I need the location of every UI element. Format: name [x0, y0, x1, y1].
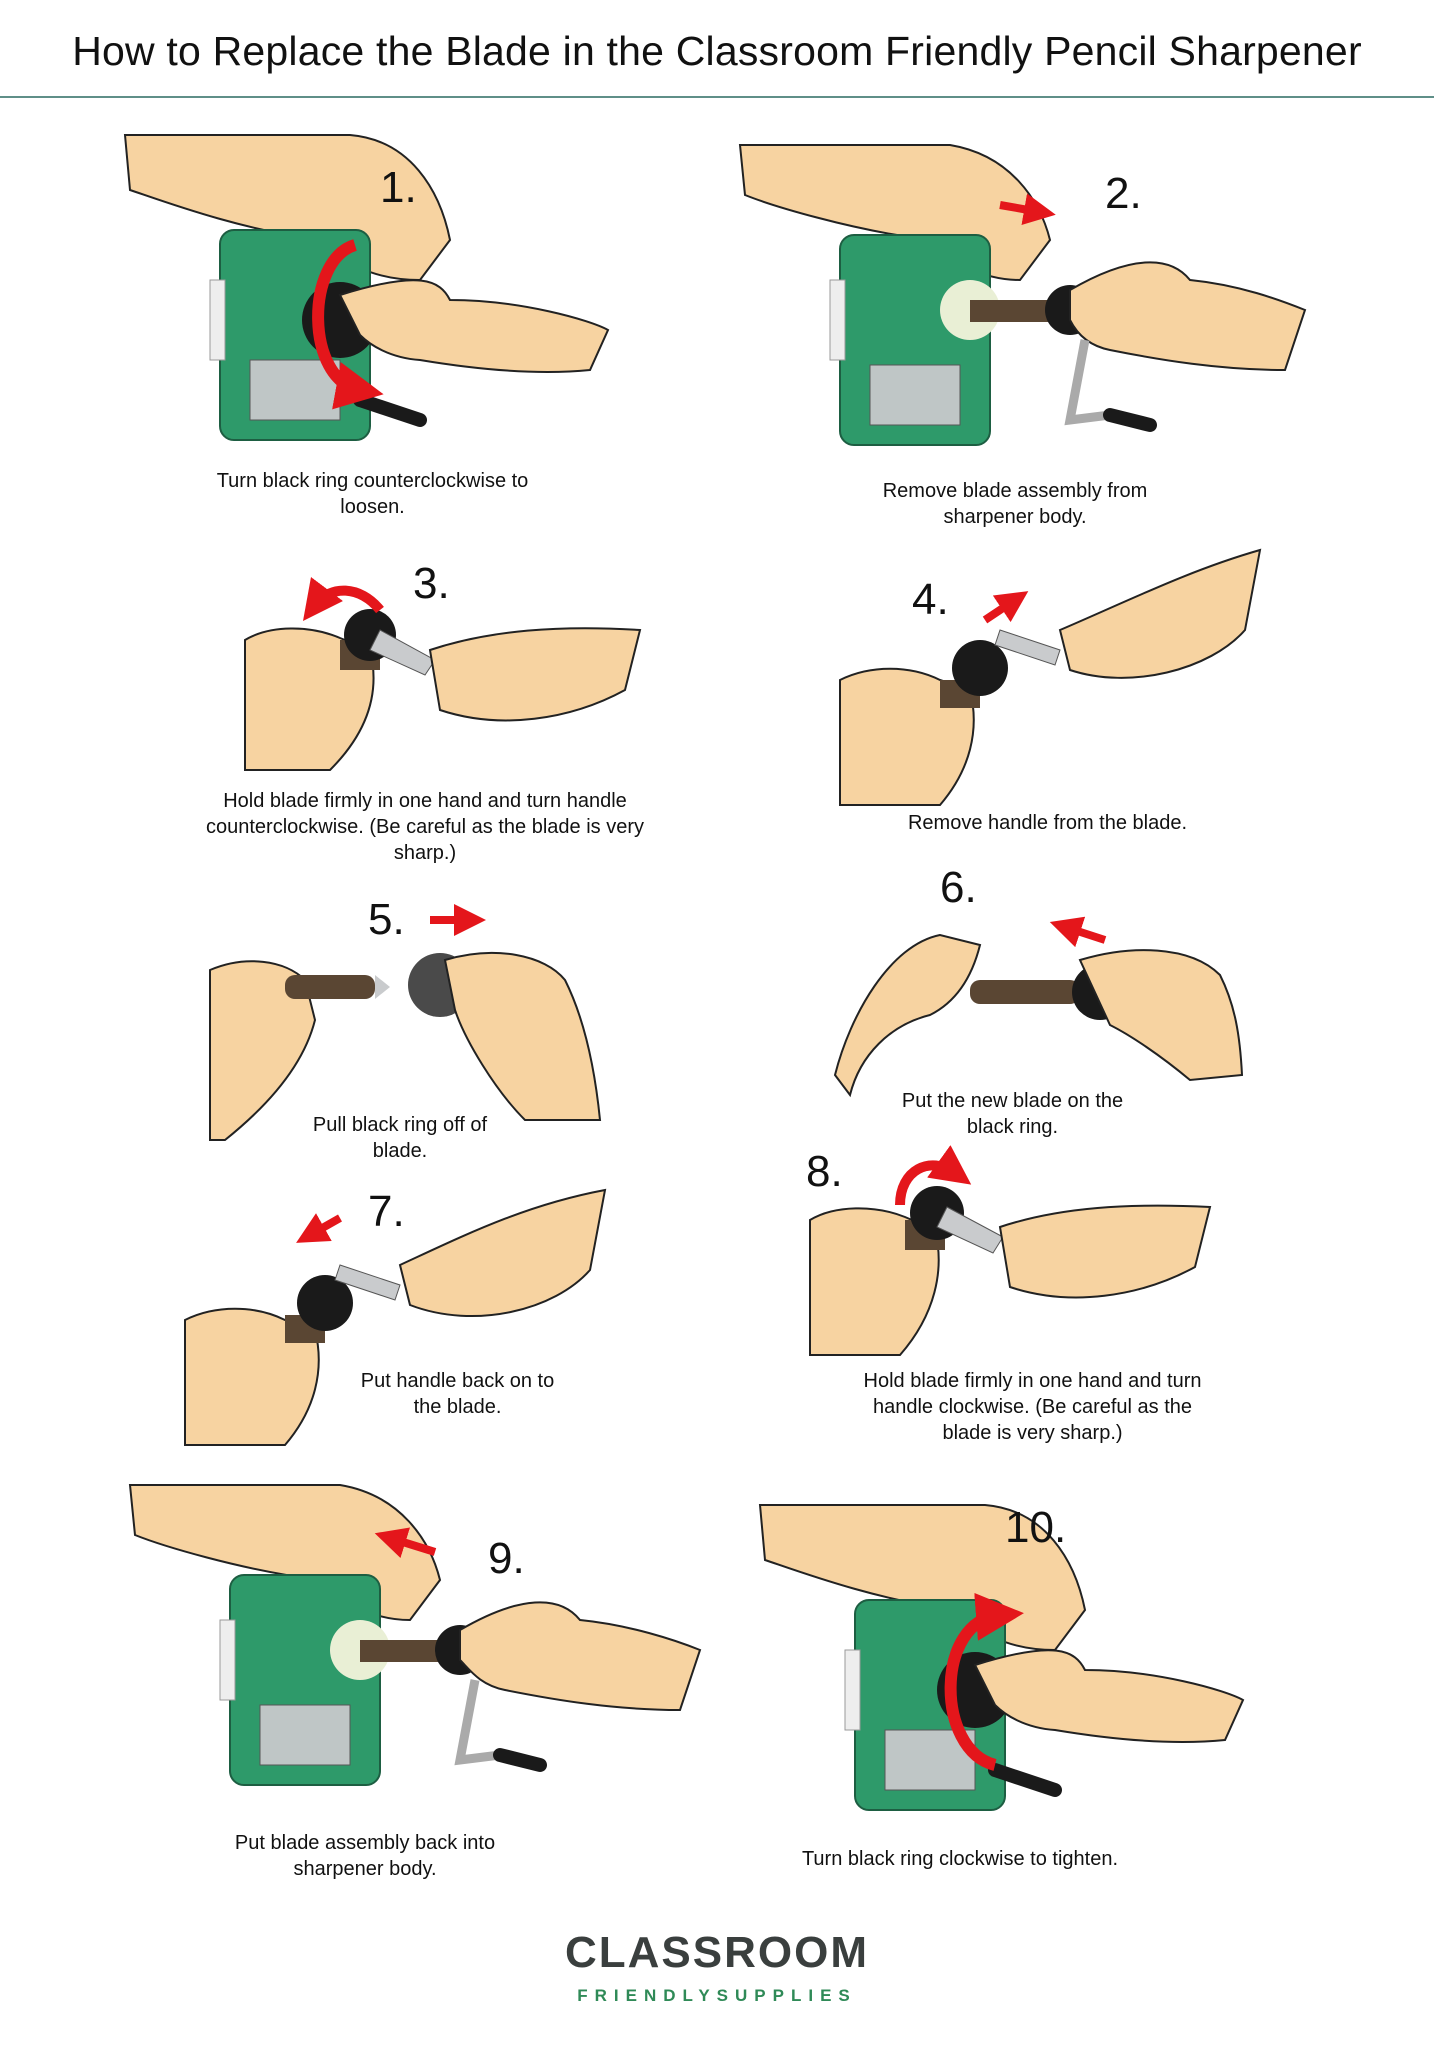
step-10-number: 10.	[1005, 1503, 1067, 1552]
step-10-caption: Turn black ring clockwise to tighten.	[801, 1848, 1119, 1870]
step-5-caption: Pull black ring off of blade.	[312, 1114, 488, 1162]
step-8-number: 8.	[806, 1147, 843, 1196]
step-7-caption: Put handle back on to the blade.	[360, 1370, 555, 1418]
step-3-illustration	[244, 576, 642, 771]
logo-brand: CLASSROOM	[565, 1928, 869, 1977]
step-9-caption: Put blade assembly back into sharpener b…	[234, 1832, 496, 1880]
step-5-arrow	[430, 904, 486, 936]
step-5-illustration	[209, 951, 602, 1141]
step-2-caption: Remove blade assembly from sharpener bod…	[882, 480, 1148, 528]
step-1-illustration	[123, 134, 610, 441]
step-7-illustration	[184, 1188, 607, 1446]
step-4-caption: Remove handle from the blade.	[907, 812, 1188, 834]
step-7-number: 7.	[368, 1187, 405, 1236]
step-10-illustration	[758, 1504, 1245, 1811]
logo-tagline: FRIENDLYSUPPLIES	[577, 1986, 857, 2005]
step-3-caption: Hold blade firmly in one hand and turn h…	[206, 790, 644, 864]
step-8-caption: Hold blade firmly in one hand and turn h…	[863, 1370, 1202, 1444]
step-5-number: 5.	[368, 895, 405, 944]
step-8-illustration	[809, 1145, 1212, 1356]
title-divider	[0, 96, 1434, 98]
step-6-number: 6.	[940, 863, 977, 912]
step-4-number: 4.	[912, 575, 949, 624]
page-title: How to Replace the Blade in the Classroo…	[72, 28, 1362, 74]
step-2-illustration	[738, 144, 1307, 446]
step-1-number: 1.	[380, 163, 417, 212]
step-9-number: 9.	[488, 1534, 525, 1583]
step-6-caption: Put the new blade on the black ring.	[901, 1090, 1124, 1138]
step-3-number: 3.	[413, 559, 450, 608]
step-1-caption: Turn black ring counterclockwise to loos…	[216, 470, 529, 518]
step-4-illustration	[839, 548, 1262, 806]
step-6-illustration	[833, 916, 1244, 1098]
step-2-number: 2.	[1105, 169, 1142, 218]
step-9-illustration	[128, 1484, 702, 1786]
